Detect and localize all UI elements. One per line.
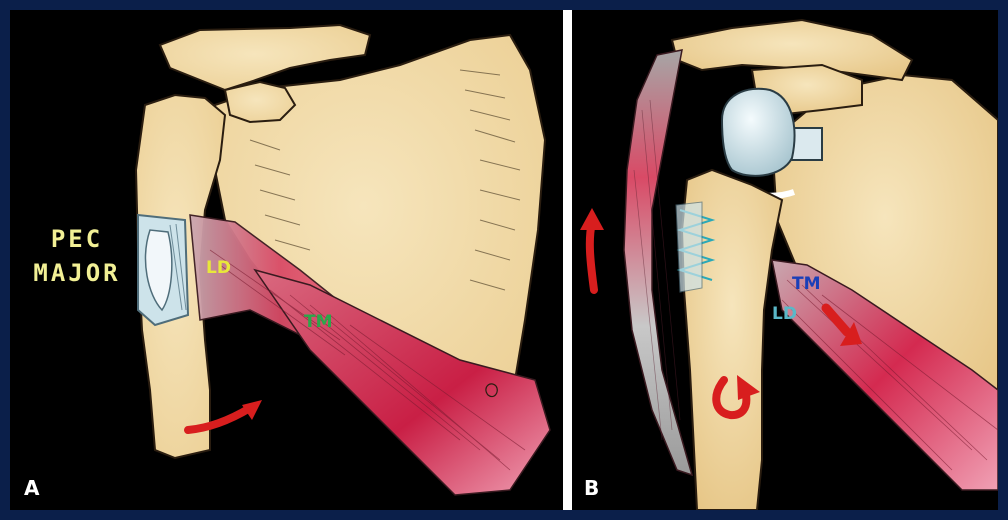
coracoid-a <box>225 82 295 122</box>
tm-label-a: TM <box>304 312 333 332</box>
panel-divider <box>563 10 572 510</box>
pec-major-label-line1: PEC <box>22 222 132 256</box>
ld-label-a: LD <box>206 258 231 278</box>
pec-major-label: PEC MAJOR <box>22 222 132 290</box>
panel-a: PEC MAJOR LD TM A <box>10 10 563 510</box>
ld-label-b: LD <box>772 304 797 324</box>
panel-b-illustration <box>572 10 998 510</box>
arrow-upward-b <box>580 208 604 290</box>
prosthetic-head-b <box>722 89 794 176</box>
panel-letter-b: B <box>584 476 599 500</box>
panel-b: TM LD B <box>572 10 998 510</box>
panel-letter-a: A <box>24 476 39 500</box>
pec-major-label-line2: MAJOR <box>22 256 132 290</box>
tm-label-b: TM <box>792 274 821 294</box>
